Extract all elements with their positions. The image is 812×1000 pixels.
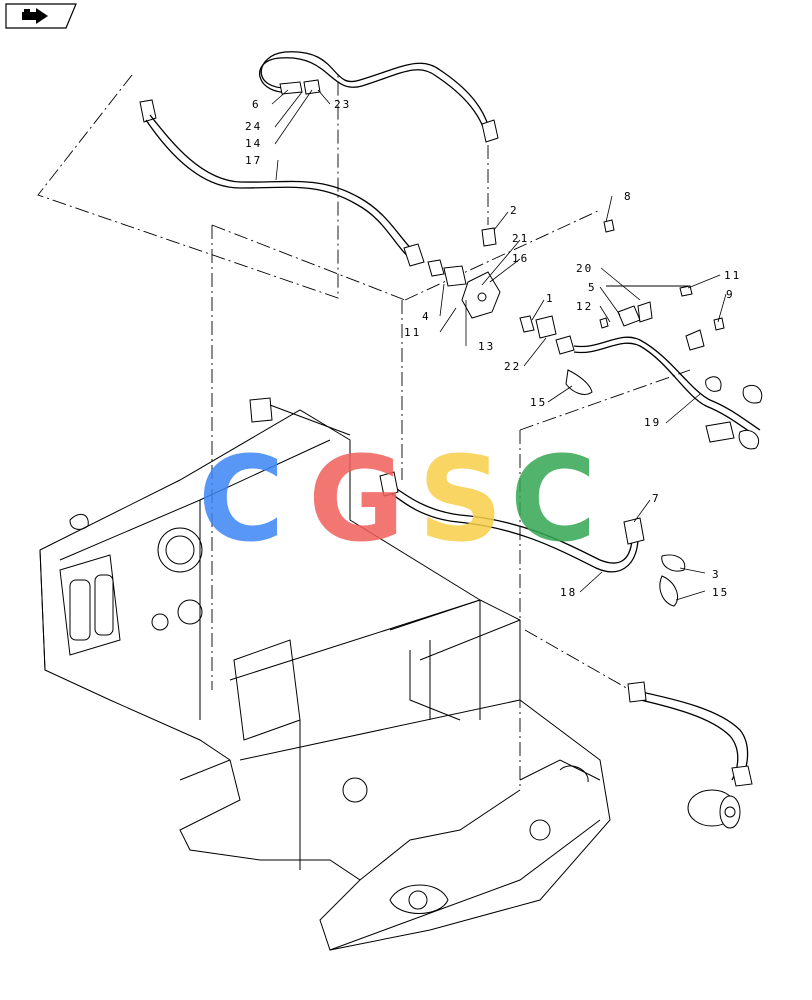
watermark-letter-3: S (418, 430, 503, 568)
callout-6: 6 (252, 98, 261, 111)
callout-17: 17 (245, 154, 262, 167)
callout-18: 18 (560, 586, 577, 599)
pump-hose-assembly (627, 681, 753, 829)
callout-2: 2 (510, 204, 519, 217)
callout-10: 11 (724, 269, 741, 282)
callout-24: 24 (245, 120, 262, 133)
callout-21: 21 (512, 232, 529, 245)
callout-15b: 15 (712, 586, 729, 599)
watermark-letter-4: C (510, 430, 597, 568)
lower-hose-assembly (379, 471, 686, 607)
callout-22: 22 (504, 360, 521, 373)
watermark: C G S C (198, 430, 597, 568)
callout-5: 5 (588, 281, 597, 294)
machine-frame (39, 397, 611, 951)
next-page-arrow-icon[interactable] (5, 3, 77, 29)
callout-16: 16 (512, 252, 529, 265)
callout-4: 4 (422, 310, 431, 323)
callout-1: 1 (546, 292, 555, 305)
callout-14: 14 (245, 137, 262, 150)
callout-3: 3 (712, 568, 721, 581)
watermark-letter-1: C (198, 430, 285, 568)
callout-15: 15 (530, 396, 547, 409)
callout-8: 8 (624, 190, 633, 203)
callout-leaders (271, 89, 727, 601)
callout-11: 11 (404, 326, 421, 339)
dash-lines (37, 74, 691, 790)
upper-hose-assembly (139, 51, 763, 450)
callouts: 6 24 14 17 23 2 8 21 16 20 11 5 9 1 12 4… (245, 98, 741, 599)
callout-23: 23 (334, 98, 351, 111)
callout-12: 12 (576, 300, 593, 313)
callout-20: 20 (576, 262, 593, 275)
callout-7: 7 (652, 492, 661, 505)
callout-19: 19 (644, 416, 661, 429)
callout-13: 13 (478, 340, 495, 353)
callout-9: 9 (726, 288, 735, 301)
watermark-letter-2: G (308, 430, 405, 568)
